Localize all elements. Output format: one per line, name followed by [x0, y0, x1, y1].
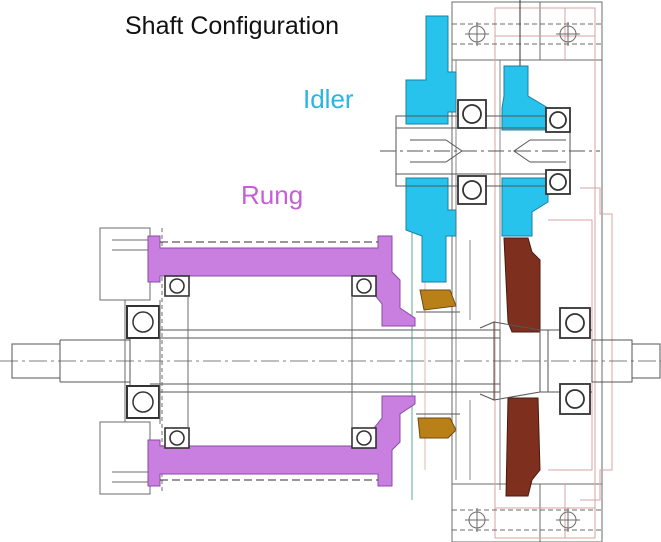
- right-bearings: [559, 307, 591, 415]
- gear-detail-lines: [455, 60, 501, 490]
- left-bearing-bottom: [126, 385, 160, 419]
- bronze-gear: [416, 289, 460, 439]
- rung-inner-lines: [159, 296, 353, 428]
- rung-label: Rung: [241, 180, 304, 210]
- bolt-holes-bottom: [452, 508, 602, 532]
- idler-gear-left: [405, 15, 457, 283]
- rung-bearings: [164, 275, 377, 449]
- diagram-title: Shaft Configuration: [125, 12, 340, 40]
- tapered-hub: [479, 321, 549, 401]
- dark-gear: [503, 237, 541, 497]
- rung-part: [147, 235, 416, 487]
- left-bearing-top: [126, 305, 160, 339]
- bolt-holes-top: [452, 22, 602, 46]
- idler-label: Idler: [303, 84, 354, 114]
- idler-bearings: [457, 99, 571, 205]
